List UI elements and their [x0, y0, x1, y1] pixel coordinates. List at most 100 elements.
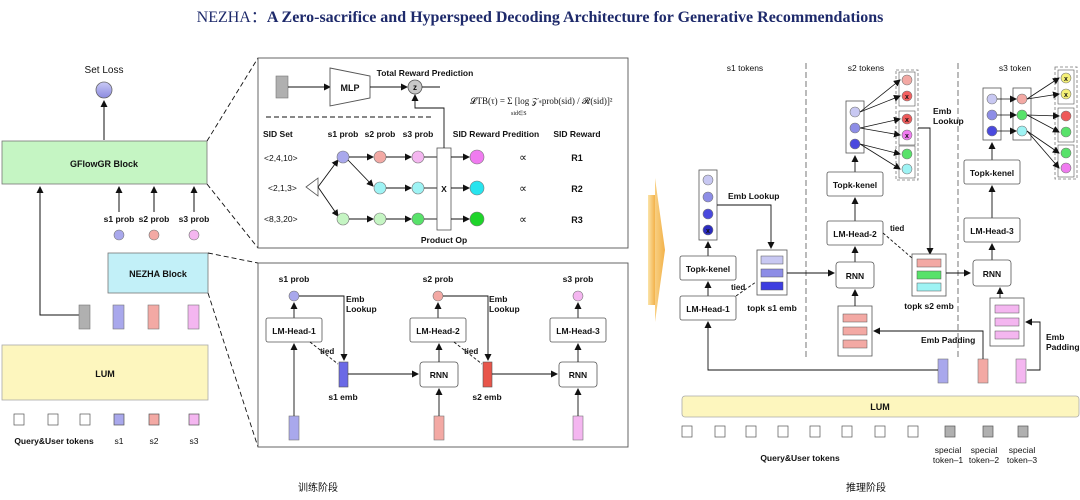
inf-topk-kernel-2-label: Topk-kenel	[833, 180, 877, 190]
topk-s2-emb	[916, 258, 942, 268]
inf-topk-kernel-1	[679, 255, 737, 281]
overview-s1-prob-label: s1 prob	[104, 214, 135, 224]
s1-node-b	[336, 212, 350, 226]
topk-s2-emb	[916, 270, 942, 280]
nezha-tied-1: tied	[320, 347, 334, 356]
s3-padding-emb	[994, 304, 1020, 314]
nezha-s2-prob-node	[432, 290, 444, 302]
page-title: NEZHA：A Zero-sacrifice and Hyperspeed De…	[197, 9, 884, 26]
s3-node-b	[411, 181, 425, 195]
s2-child	[901, 163, 913, 175]
s2-children-box	[895, 69, 919, 181]
nezha-s2-emb-label: s2 emb	[472, 392, 501, 402]
nezha-block	[107, 252, 209, 294]
nezha-s3-prob-node	[572, 290, 584, 302]
s2-padding-emb	[842, 339, 868, 349]
nezha-lm-head-2-label: LM-Head-2	[416, 326, 460, 336]
s2-token-label: s2	[150, 436, 159, 446]
inf-query-token-box	[681, 425, 693, 438]
special-token-1-bar	[937, 358, 949, 384]
overview-query-emb-bar	[78, 304, 91, 330]
reward-r1: R1	[571, 153, 583, 163]
special-token-2-bar	[977, 358, 989, 384]
query-token-box	[79, 413, 91, 426]
inf-rnn-2	[972, 259, 1012, 287]
reward-r3: R3	[571, 215, 583, 225]
nezha-s2-emb	[482, 361, 493, 388]
s3-child	[1060, 126, 1072, 138]
nezha-lm-head-3-label: LM-Head-3	[556, 326, 600, 336]
inf-rnn-2-label: RNN	[983, 269, 1001, 279]
nezha-lm-head-3	[549, 317, 607, 343]
s1-tokens-header: s1 tokens	[727, 63, 763, 73]
s3-parent	[1016, 109, 1028, 121]
sid-reward-header: SID Reward	[553, 129, 600, 139]
s3-parent	[1016, 125, 1028, 137]
inf-topk-kernel-3	[963, 159, 1021, 185]
nezha-s3-prob-label: s3 prob	[563, 274, 594, 284]
s2-child	[901, 74, 913, 86]
s3-pruned-x-1: x	[1064, 76, 1068, 83]
nezha-s1-emb-label: s1 emb	[328, 392, 357, 402]
s1-candidate-pruned	[702, 224, 714, 236]
special-token-3-box	[1017, 425, 1029, 438]
s3-token-label: s3	[190, 436, 199, 446]
s2-prob-header: s2 prob	[365, 129, 396, 139]
inf-lm-head-2-label: LM-Head-2	[833, 229, 877, 239]
s1-prob-header: s1 prob	[328, 129, 359, 139]
propto-2: ∝	[519, 183, 527, 195]
s3-node-a	[411, 150, 425, 164]
special-token-1-box	[944, 425, 956, 438]
query-user-tokens-label: Query&User tokens	[14, 436, 94, 446]
gflow-detail-panel: MLP z Total Reward Prediction 𝓛TB(τ) = Σ…	[257, 57, 629, 249]
nezha-rnn-2-label: RNN	[569, 370, 587, 380]
inf-query-token-box	[874, 425, 886, 438]
topk-s2-emb-label: topk s2 emb	[904, 301, 954, 311]
nezha-rnn-1-label: RNN	[430, 370, 448, 380]
set-loss-node	[95, 81, 113, 99]
gflowgr-block-label: GFlowGR Block	[70, 159, 139, 169]
s2-child-pruned	[901, 113, 913, 125]
s2-pruned-x-1: x	[905, 94, 909, 101]
lum-block-training-label: LUM	[95, 369, 115, 379]
s1-pruned-x: x	[706, 228, 710, 235]
inference-panel: s1 tokens s2 tokens s3 token x Emb Looku…	[670, 58, 1080, 494]
inf-tied-2: tied	[890, 224, 904, 233]
nezha-tied-2: tied	[464, 347, 478, 356]
z-label: z	[413, 83, 417, 92]
nezha-block-label: NEZHA Block	[129, 269, 188, 279]
nezha-lm-head-1	[265, 317, 323, 343]
query-token-box	[13, 413, 25, 426]
s2-parent	[849, 106, 861, 118]
inf-emb-lookup-1: Emb Lookup	[728, 191, 779, 201]
query-token-box	[47, 413, 59, 426]
overview-s2-prob-node	[148, 229, 160, 241]
s1-candidate	[702, 191, 714, 203]
s3-child-pruned	[1060, 88, 1072, 100]
s2-child	[901, 148, 913, 160]
nezha-input-s3	[572, 415, 584, 441]
s2-node-b	[373, 181, 387, 195]
overview-s1-emb-bar	[112, 304, 125, 330]
s3-child	[1060, 147, 1072, 159]
s3-grandparent	[986, 109, 998, 121]
topk-s1-emb	[760, 281, 784, 291]
s3-grandparent	[986, 93, 998, 105]
s2-parent	[849, 138, 861, 150]
sid-row-3: <8,3,20>	[264, 214, 298, 224]
s1-token-box	[113, 413, 125, 426]
overview-s3-prob-node	[188, 229, 200, 241]
s3-pruned-x-2: x	[1064, 92, 1068, 99]
inf-query-token-box	[714, 425, 726, 438]
tb-loss-formula-subscript: sid∈S	[511, 110, 527, 117]
s2-pruned-x-3: x	[905, 133, 909, 140]
s3-parent	[1016, 93, 1028, 105]
total-reward-prediction-label: Total Reward Prediction	[377, 68, 474, 78]
s3-padding-emb	[994, 330, 1020, 340]
set-loss-label: Set Loss	[85, 65, 124, 76]
inf-lm-head-1	[679, 295, 737, 321]
reward-pred-node-1	[469, 149, 485, 165]
s1-candidate	[702, 208, 714, 220]
overview-s3-emb-bar	[187, 304, 200, 330]
